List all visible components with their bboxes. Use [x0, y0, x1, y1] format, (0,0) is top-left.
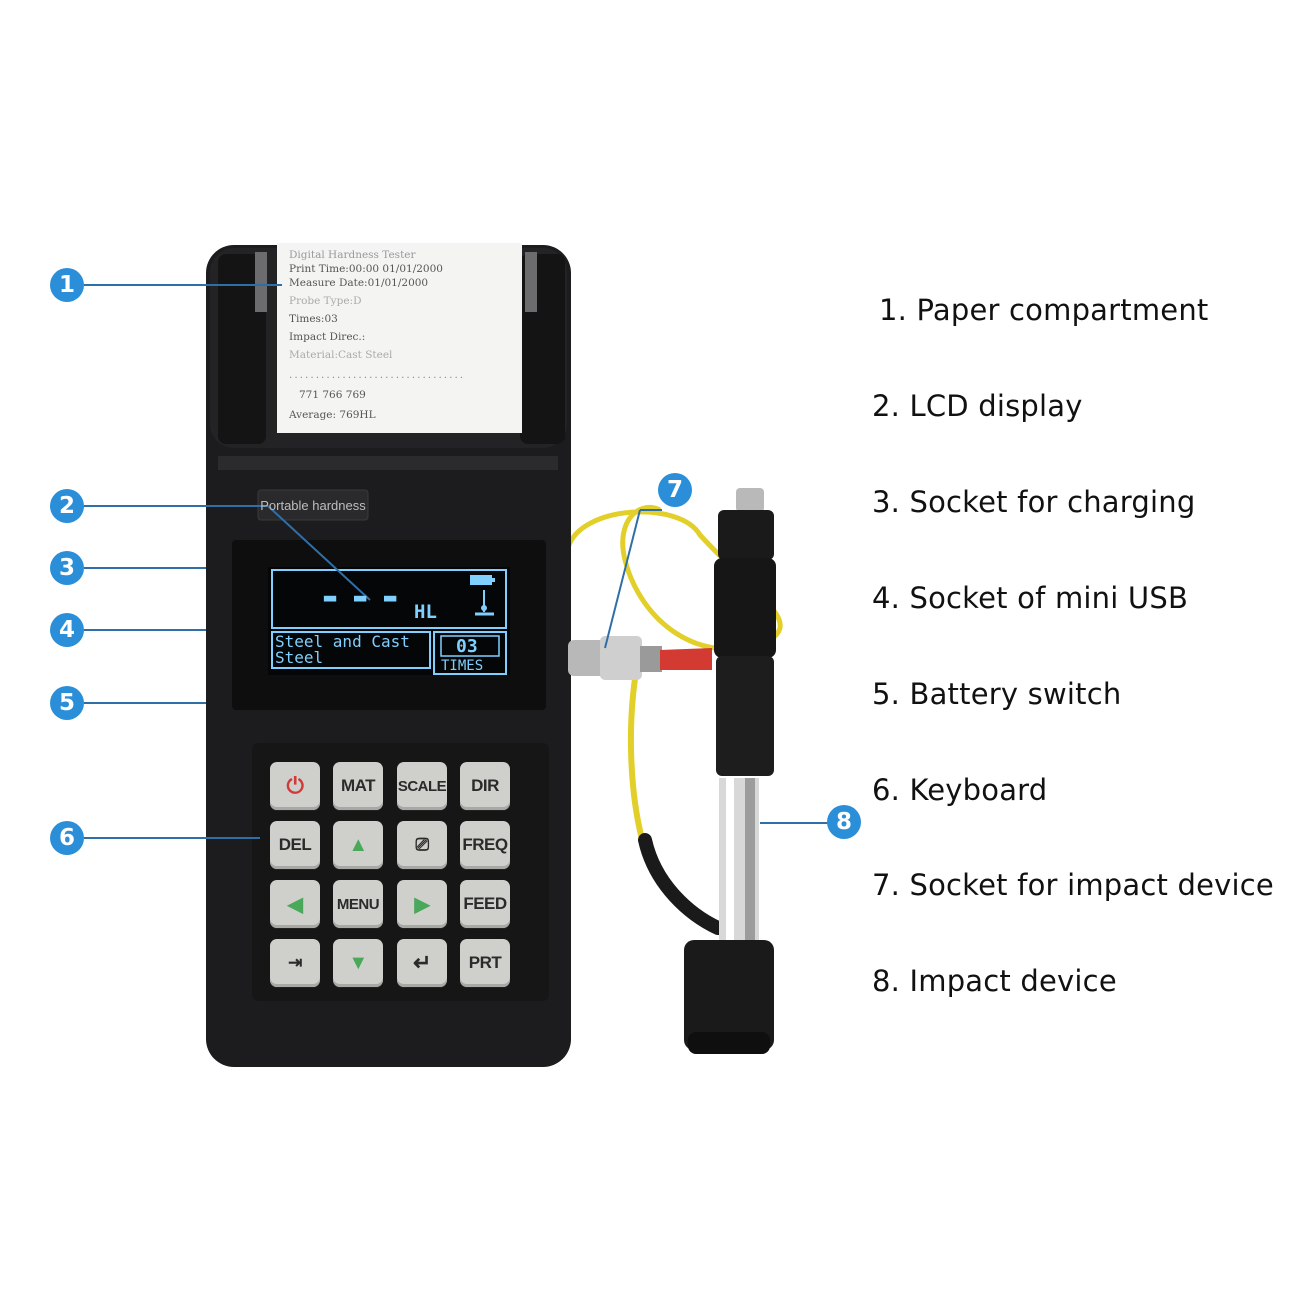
- dir-key[interactable]: DIR: [460, 762, 510, 810]
- prt-key[interactable]: PRT: [460, 939, 510, 987]
- legend-item-mini-usb: 4. Socket of mini USB: [872, 581, 1189, 615]
- legend-item-paper-compartment: 1. Paper compartment: [879, 293, 1209, 327]
- receipt-line: Measure Date:01/01/2000: [289, 277, 429, 289]
- enter-icon: ↵: [413, 950, 431, 975]
- freq-key[interactable]: FREQ: [460, 821, 510, 869]
- receipt-line: Digital Hardness Tester: [289, 249, 416, 261]
- callout-badge-6: 6: [50, 821, 84, 855]
- power-icon: ⏻: [286, 773, 304, 798]
- receipt-values: 771 766 769: [299, 389, 366, 401]
- lcd-material-line2: Steel: [275, 648, 324, 667]
- scale-key[interactable]: SCALE: [397, 762, 447, 810]
- cable-red: [660, 648, 712, 670]
- save-key[interactable]: ⎚: [397, 821, 447, 869]
- right-key[interactable]: ▶: [397, 880, 447, 928]
- legend-item-charging-socket: 3. Socket for charging: [872, 485, 1196, 519]
- power-key[interactable]: ⏻: [270, 762, 320, 810]
- lcd-unit: HL: [414, 601, 437, 623]
- left-key[interactable]: ◀: [270, 880, 320, 928]
- callout-badge-2: 2: [50, 489, 84, 523]
- receipt-line: Impact Direc.:: [289, 331, 366, 343]
- menu-key[interactable]: MENU: [333, 880, 383, 928]
- legend-item-impact-socket: 7. Socket for impact device: [872, 868, 1274, 902]
- callout-badge-1: 1: [50, 268, 84, 302]
- save-icon: ⎚: [415, 835, 429, 854]
- exit-key[interactable]: ⇥: [270, 939, 320, 987]
- arrow-right-icon: ▶: [414, 893, 430, 916]
- enter-key[interactable]: ↵: [397, 939, 447, 987]
- receipt-line: Probe Type:D: [289, 295, 362, 307]
- receipt-line: Material:Cast Steel: [289, 349, 393, 361]
- feed-key[interactable]: FEED: [460, 880, 510, 928]
- lcd-times-label: TIMES: [441, 658, 484, 674]
- receipt-line: Print Time:00:00 01/01/2000: [289, 263, 443, 275]
- callout-badge-3: 3: [50, 551, 84, 585]
- lcd-times-value: 03: [456, 636, 478, 657]
- callout-badge-7: 7: [658, 473, 692, 507]
- callout-badge-4: 4: [50, 613, 84, 647]
- callout-badge-8: 8: [827, 805, 861, 839]
- exit-icon: ⇥: [288, 953, 302, 972]
- legend-item-lcd-display: 2. LCD display: [872, 389, 1083, 423]
- receipt-average: Average: 769HL: [289, 409, 376, 421]
- arrow-left-icon: ◀: [287, 893, 303, 916]
- receipt-paper: [277, 243, 522, 433]
- lcd-screen: [268, 567, 510, 675]
- battery-icon: [470, 575, 492, 585]
- impact-device-illustration: [684, 488, 776, 1054]
- legend-item-impact-device: 8. Impact device: [872, 964, 1117, 998]
- arrow-down-icon: ▼: [348, 951, 368, 974]
- legend-item-battery-switch: 5. Battery switch: [872, 677, 1122, 711]
- lcd-reading: ---: [318, 574, 409, 620]
- down-key[interactable]: ▼: [333, 939, 383, 987]
- del-key[interactable]: DEL: [270, 821, 320, 869]
- mat-key[interactable]: MAT: [333, 762, 383, 810]
- up-key[interactable]: ▲: [333, 821, 383, 869]
- legend-item-keyboard: 6. Keyboard: [872, 773, 1048, 807]
- brand-label: Portable hardness: [260, 497, 366, 513]
- arrow-up-icon: ▲: [348, 833, 368, 856]
- receipt-line: Times:03: [289, 313, 338, 325]
- callout-badge-5: 5: [50, 686, 84, 720]
- leader-lines: [84, 284, 828, 839]
- lcd-material-line1: Steel and Cast: [275, 632, 410, 651]
- receipt: Digital Hardness Tester Print Time:00:00…: [289, 249, 466, 421]
